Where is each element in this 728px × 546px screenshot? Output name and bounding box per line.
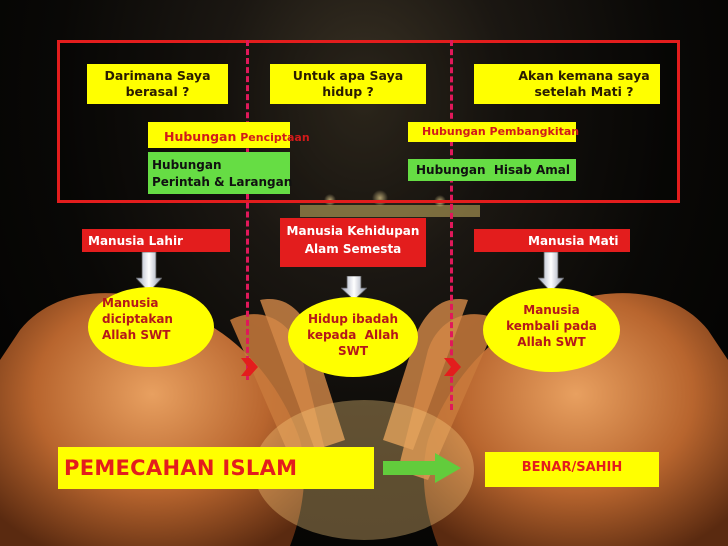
relation-hisab: Hubungan Hisab Amal — [408, 159, 576, 181]
relation-pembangkitan: Hubungan Pembangkitan — [408, 122, 579, 142]
outcome-ibadah: Hidup ibadah kepada Allah SWT — [288, 297, 418, 377]
relation-penciptaan-bold: Hubungan — [164, 129, 237, 144]
question-box-origin: Darimana Saya berasal ? — [87, 64, 228, 104]
arrow-down-kehidupan — [341, 276, 367, 300]
divider-left — [246, 40, 249, 380]
stage-mati: Manusia Mati — [474, 229, 630, 252]
benar-sahih-box: BENAR/SAHIH — [485, 452, 659, 487]
arrow-right-icon — [383, 453, 461, 483]
chevron-right-icon — [444, 358, 461, 376]
pemecahan-islam-box: PEMECAHAN ISLAM — [58, 447, 374, 489]
divider-right — [450, 40, 453, 410]
relation-perintah: Hubungan Perintah & Larangan — [148, 152, 292, 194]
outcome-diciptakan: Manusia diciptakan Allah SWT — [88, 287, 214, 367]
chevron-right-icon — [241, 358, 258, 376]
relation-penciptaan-rest: Penciptaan — [236, 131, 310, 144]
stage-kehidupan: Manusia Kehidupan Alam Semesta — [280, 218, 426, 267]
outcome-kembali: Manusia kembali pada Allah SWT — [483, 288, 620, 372]
relation-penciptaan: Hubungan Penciptaan — [148, 122, 310, 148]
arrow-down-mati — [538, 252, 564, 292]
question-box-destination: Akan kemana saya setelah Mati ? — [474, 64, 660, 104]
arrow-down-lahir — [136, 252, 162, 292]
question-box-purpose: Untuk apa Saya hidup ? — [270, 64, 426, 104]
stage-lahir: Manusia Lahir — [82, 229, 230, 252]
